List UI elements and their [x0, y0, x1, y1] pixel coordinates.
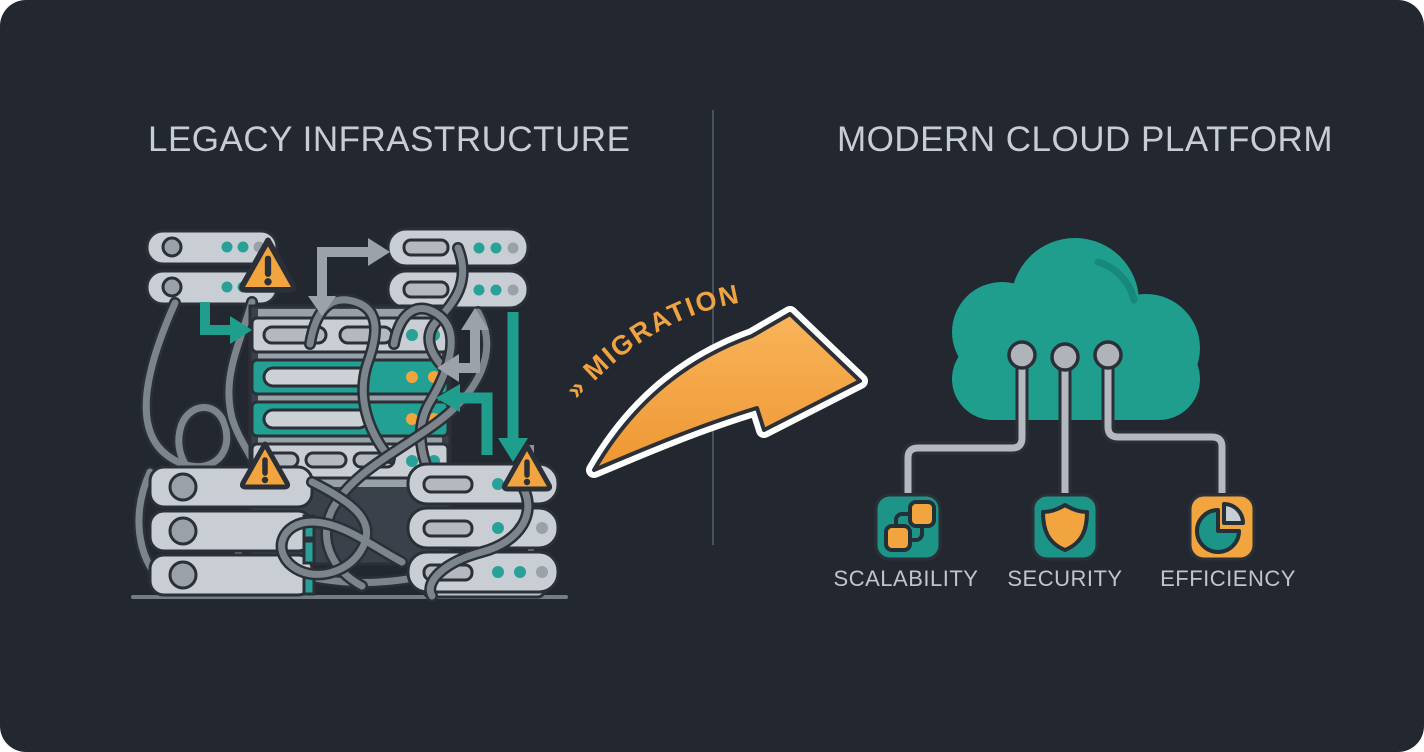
gray-return-arrow-icon	[437, 308, 489, 382]
shield-icon	[1031, 493, 1099, 561]
teal-return-arrow-icon	[436, 384, 493, 455]
cloud-platform-illustration	[874, 238, 1256, 561]
cloud-title: MODERN CLOUD PLATFORM	[837, 120, 1333, 159]
connector-node	[1093, 340, 1123, 370]
connector-node	[1050, 342, 1080, 372]
pie-chart-icon	[1188, 493, 1256, 561]
teal-elbow-arrow-icon	[200, 302, 252, 344]
connector-node	[1007, 340, 1037, 370]
feature-label-scalability: SCALABILITY	[833, 566, 979, 591]
migration-arrow: »MIGRATION	[559, 279, 868, 478]
legacy-title: LEGACY INFRASTRUCTURE	[148, 120, 631, 159]
gray-elbow-arrow-icon	[308, 238, 390, 316]
feature-label-security: SECURITY	[1007, 566, 1123, 591]
cloud-icon	[952, 238, 1200, 420]
feature-label-efficiency: EFFICIENCY	[1160, 566, 1296, 591]
cables-middle	[304, 242, 493, 592]
legacy-servers-illustration	[131, 227, 568, 602]
scaling-squares-icon	[874, 493, 942, 561]
curved-arrow-icon	[592, 312, 862, 472]
cloud-connectors	[901, 340, 1229, 493]
teal-down-arrow-icon	[498, 312, 528, 462]
cables-front	[275, 476, 534, 602]
